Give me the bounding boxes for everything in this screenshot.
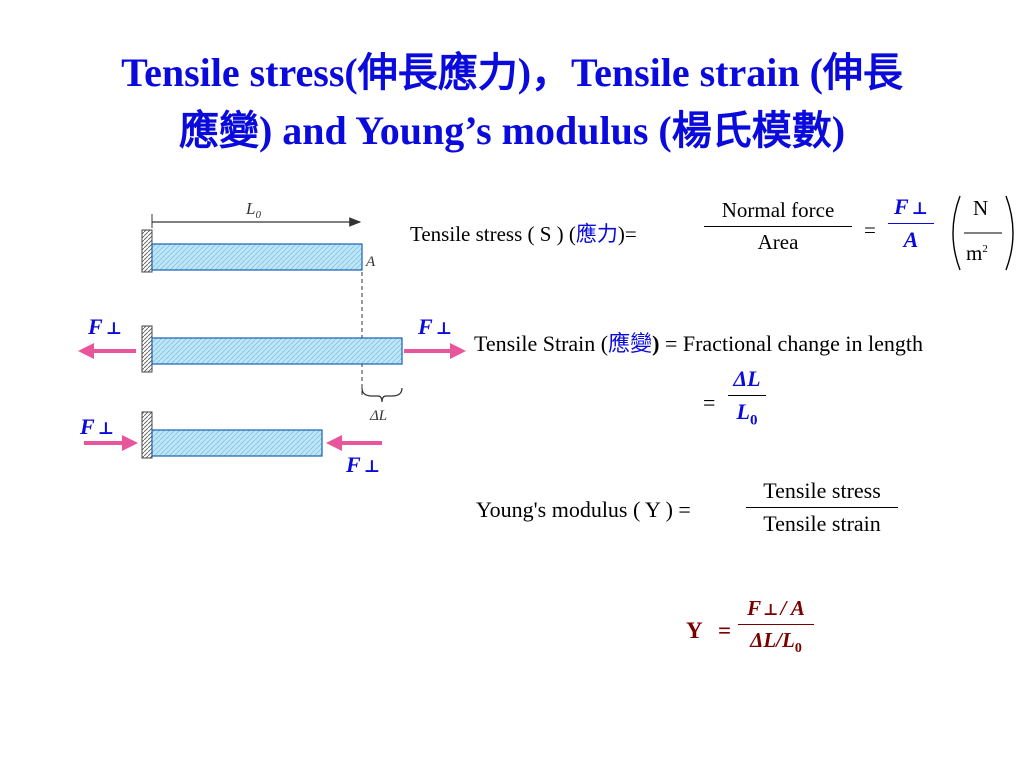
strain-numerator: ΔL xyxy=(733,366,761,391)
stress-label-close: )= xyxy=(617,222,637,246)
title-line-1: Tensile stress(伸長應力)，Tensile strain (伸長 xyxy=(121,50,903,95)
strain-label-close: ) xyxy=(652,331,660,356)
strain-label-cn: 應變 xyxy=(608,331,653,356)
wall-3 xyxy=(141,411,153,459)
stress-label: Tensile stress ( S ) (應力)= xyxy=(410,218,637,248)
wall-2 xyxy=(141,325,153,373)
force-label-left-bottom: F⊥ xyxy=(80,414,115,439)
young-fraction-bar xyxy=(746,507,898,508)
young2-denominator: ΔL/L0 xyxy=(750,628,802,657)
young-numerator: Tensile stress xyxy=(763,478,881,503)
unit-numerator: N xyxy=(973,196,989,220)
young2-fraction: F⊥/ A ΔL/L0 xyxy=(738,596,814,657)
slide-title: Tensile stress(伸長應力)，Tensile strain (伸長 … xyxy=(20,44,1004,160)
strain-equals: = xyxy=(703,390,716,415)
stress-force-fraction: F⊥ A xyxy=(888,194,934,253)
strain-label-text: Tensile Strain ( xyxy=(474,331,609,356)
title-line-2: 應變) and Young’s modulus (楊氏模數) xyxy=(178,108,846,153)
strain-fraction: ΔL L0 xyxy=(728,366,766,429)
young-label: Young's modulus ( Y ) = xyxy=(476,497,691,522)
length-label: L0 xyxy=(245,199,261,221)
force-label-right-top: F⊥ xyxy=(418,314,453,339)
rod-stretched xyxy=(151,337,403,365)
strain-rhs: = Fractional change in length xyxy=(664,331,923,356)
force-arrow-left-head xyxy=(78,343,94,359)
young2-equals: = xyxy=(718,618,732,643)
delta-label: ΔL xyxy=(369,408,387,424)
tensile-figure: L0 A ΔL xyxy=(78,199,466,459)
strain-fraction-bar xyxy=(728,395,766,396)
compress-arrow-left-head xyxy=(122,435,138,451)
stress-fraction: Normal force Area xyxy=(704,198,852,255)
strain-denominator: L0 xyxy=(736,399,758,429)
stress-denominator: Area xyxy=(757,230,799,254)
stress-force-denominator: A xyxy=(903,227,919,252)
unit-parentheses xyxy=(952,195,1014,271)
young2-y: Y xyxy=(686,618,703,643)
compress-arrow-right-head xyxy=(326,435,342,451)
rod-compressed xyxy=(151,429,323,457)
delta-brace xyxy=(361,387,403,403)
stress-label-cn: 應力 xyxy=(575,222,618,246)
stress-force-bar xyxy=(888,223,934,224)
stress-label-text: Tensile stress ( S ) ( xyxy=(410,222,576,246)
young-fraction: Tensile stress Tensile strain xyxy=(746,478,898,537)
area-label: A xyxy=(365,254,376,270)
wall-1 xyxy=(141,229,153,273)
force-label-right-bottom: F⊥ xyxy=(346,452,381,477)
stress-equals: = xyxy=(864,218,876,242)
stress-force-numerator: F⊥ xyxy=(893,194,928,219)
young2-numerator: F⊥/ A xyxy=(747,596,805,620)
stress-fraction-bar xyxy=(704,226,852,227)
stress-numerator: Normal force xyxy=(721,198,835,222)
unit-denominator: m2 xyxy=(966,241,988,265)
force-label-left-top: F⊥ xyxy=(88,314,123,339)
young2-fraction-bar xyxy=(738,624,814,625)
strain-label: Tensile Strain (應變) = Fractional change … xyxy=(474,326,923,358)
rod-original xyxy=(151,243,363,271)
force-arrow-right-head xyxy=(450,343,466,359)
young-denominator: Tensile strain xyxy=(763,511,881,536)
